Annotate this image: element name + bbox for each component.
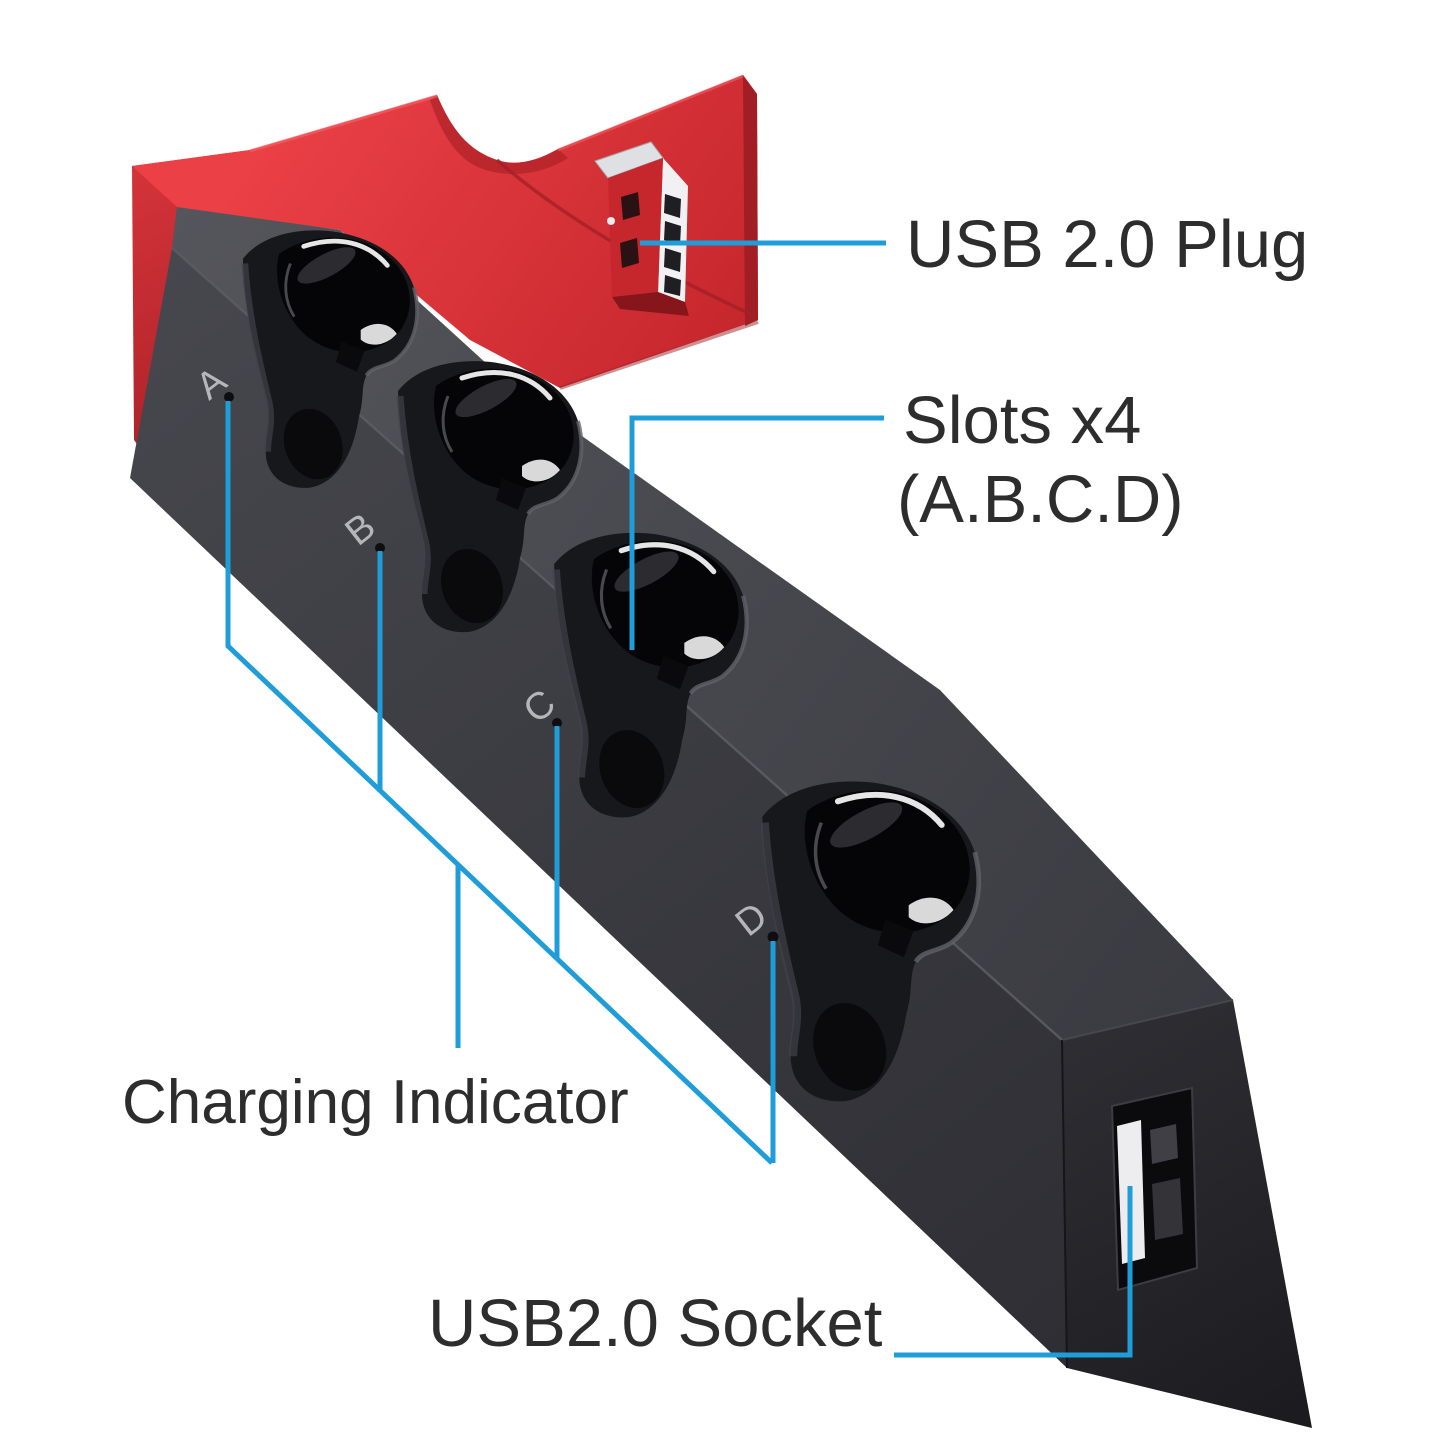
- charging-indicator-dot-a: [224, 392, 234, 402]
- callout-line-slots: [629, 415, 884, 650]
- slots-label-line1: Slots x4: [903, 383, 1141, 458]
- charging-indicator-dot-c: [552, 718, 562, 728]
- charging-indicator-dot-d: [767, 931, 779, 943]
- usb-plug-front-face: [608, 158, 663, 297]
- slots-label-line2: (A.B.C.D): [897, 462, 1184, 537]
- usb-socket-label: USB2.0 Socket: [428, 1286, 883, 1361]
- charging-indicator-label: Charging Indicator: [122, 1068, 629, 1137]
- callout-line-usb-socket: [894, 1186, 1133, 1358]
- red-mount: [132, 74, 759, 390]
- callout-line-indicator-main: [225, 401, 774, 1165]
- usb-socket: [1110, 1086, 1199, 1292]
- usb-plug-label: USB 2.0 Plug: [906, 207, 1308, 282]
- usb-plug: [594, 141, 689, 316]
- charging-indicator-dot-b: [375, 543, 385, 553]
- red-mount-top-face: [132, 75, 758, 388]
